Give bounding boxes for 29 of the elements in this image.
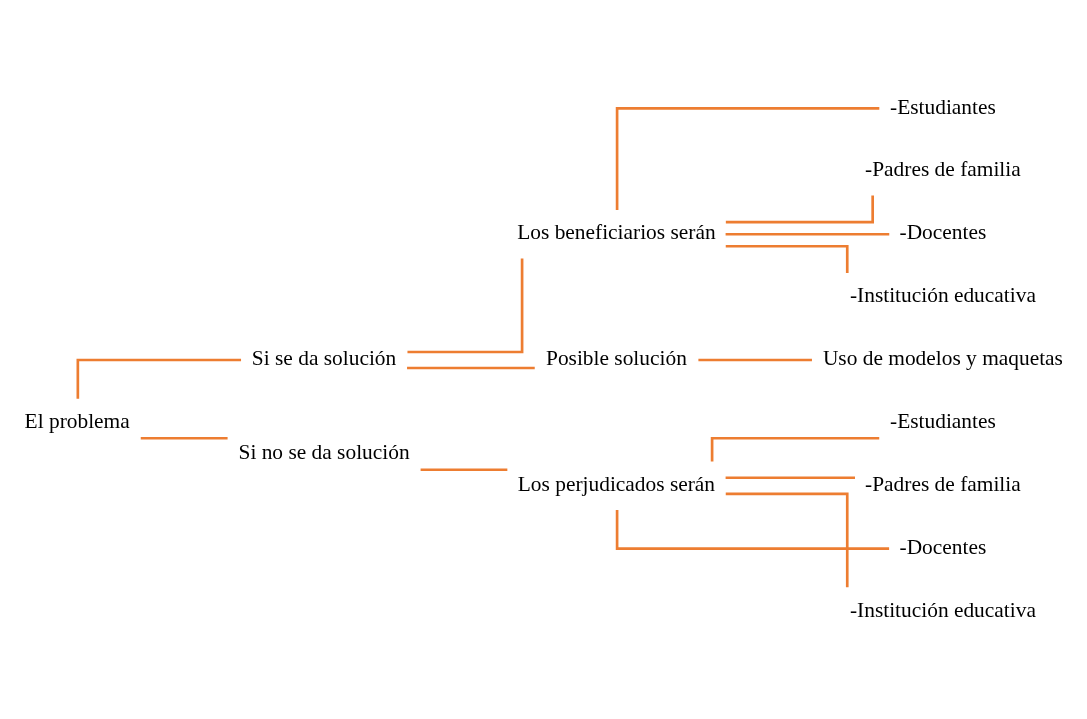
node-text: Posible solución [546,345,687,370]
connector [420,467,508,471]
node-text: -Institución educativa [849,282,1036,307]
node-text: -Institución educativa [849,597,1036,622]
node-text: Uso de modelos y maquetas [822,345,1063,370]
connector [76,358,242,399]
node-text: -Estudiantes [890,94,996,119]
node-text: Si se da solución [251,345,397,370]
connector [698,358,812,361]
node-text: -Docentes [899,534,987,559]
node-text: Si no se da solución [238,439,410,464]
node-text: -Padres de familia [865,471,1021,496]
connector [615,106,880,210]
connector [725,475,855,479]
connector [725,195,874,223]
node-text: Los perjudicados serán [517,471,716,496]
node-text: -Estudiantes [890,408,996,433]
connector [725,232,890,236]
node-text: El problema [24,408,130,433]
node-text: Los beneficiarios serán [517,219,716,244]
connector [407,258,524,353]
connector [615,509,890,550]
connector [140,436,228,440]
node-text: -Docentes [899,219,987,244]
node-text: -Padres de familia [865,156,1021,181]
connector [710,436,880,461]
connector [725,244,849,273]
connector [407,366,535,369]
connector [725,491,849,587]
